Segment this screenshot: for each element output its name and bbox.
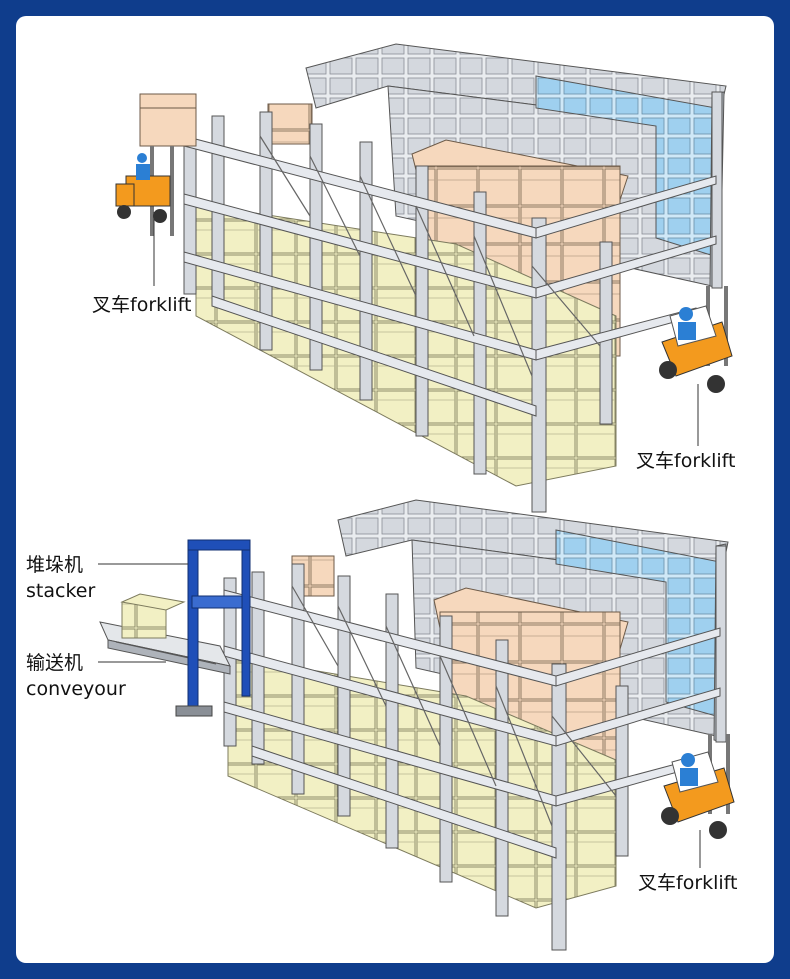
label-forklift-bottom-right: 叉车forklift [638,872,738,894]
label-forklift-top-right: 叉车forklift [636,450,736,472]
top-rack-braces [259,135,601,377]
bottom-rack-beams [223,589,721,859]
bottom-scene [98,499,735,951]
label-stacker-cn: 堆垛机 [26,554,84,576]
top-rack-beams [183,135,717,417]
top-scene [115,43,733,513]
label-stacker-en: stacker [26,580,96,602]
top-yellow-cargo [195,203,617,487]
bottom-rack-braces [291,585,617,827]
label-forklift-top-left: 叉车forklift [92,294,192,316]
forklift-bottom-right [661,734,735,868]
label-conveyor-en: conveyour [26,678,126,700]
label-conveyor-cn: 输送机 [26,652,84,674]
forklift-top-left [115,93,197,286]
forklift-top-right [659,286,733,446]
warehouse-illustration [98,43,735,951]
diagram-panel: 叉车forklift 叉车forklift 堆垛机 stacker 输送机 co… [16,16,774,963]
stacker-crane [175,539,251,717]
bottom-rack-back [337,499,729,743]
